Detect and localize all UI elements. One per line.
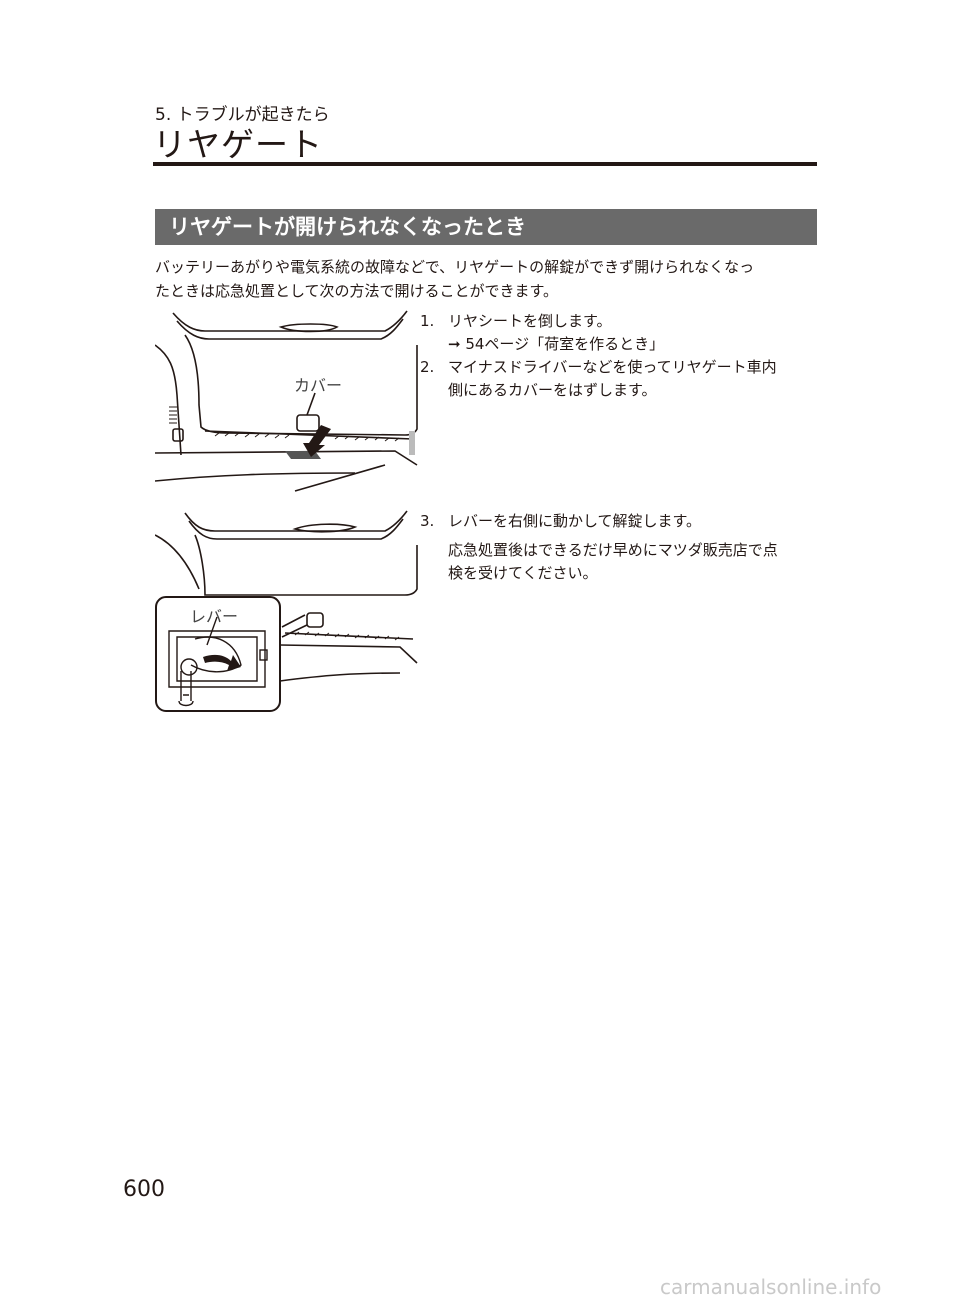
- figure-label-lever: レバー: [190, 607, 239, 626]
- step-3-text: レバーを右側に動かして解錠します。: [448, 512, 702, 530]
- step-3-number: 3.: [420, 512, 435, 530]
- chapter-title: 5. トラブルが起きたら: [155, 105, 330, 125]
- intro-line-1: バッテリーあがりや電気系統の故障などで、リヤゲートの解錠ができず開けられなくなっ: [155, 258, 755, 276]
- watermark: carmanualsonline.info: [660, 1275, 882, 1299]
- step-2-number: 2.: [420, 358, 435, 376]
- intro-line-2: たときは応急処置として次の方法で開けることができます。: [155, 282, 559, 300]
- title-rule: [153, 162, 817, 166]
- page-number: 600: [123, 1177, 165, 1202]
- page-title: リヤゲート: [153, 125, 323, 164]
- step-1-number: 1.: [420, 312, 435, 330]
- step-3-note-line-2: 検を受けてください。: [448, 564, 598, 582]
- figure-lever-release: [155, 510, 418, 712]
- step-2-text-line-1: マイナスドライバーなどを使ってリヤゲート車内: [448, 358, 777, 376]
- step-2-text-line-2: 側にあるカバーをはずします。: [448, 381, 657, 399]
- intro-paragraph: バッテリーあがりや電気系統の故障などで、リヤゲートの解錠ができず開けられなくなっ…: [155, 255, 820, 303]
- figure-cover-removal: [155, 310, 418, 492]
- step-3-note-line-1: 応急処置後はできるだけ早めにマツダ販売店で点: [448, 541, 778, 559]
- step-1-text: リヤシートを倒します。: [448, 312, 612, 330]
- section-heading: リヤゲートが開けられなくなったとき: [155, 209, 817, 245]
- figure-label-cover: カバー: [294, 376, 343, 395]
- step-1-reference[interactable]: ➞ 54ページ「荷室を作るとき」: [448, 335, 665, 353]
